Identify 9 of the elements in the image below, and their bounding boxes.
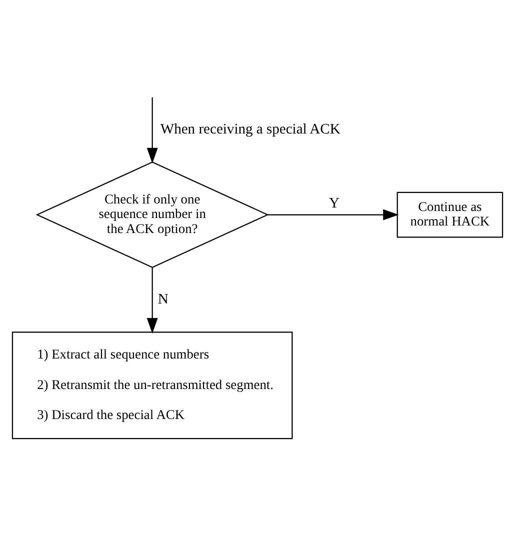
node-box: 1) Extract all sequence numbers 2) Retransmit the un-retransmitted segment. 3) Discard the special ACK bbox=[12, 331, 293, 439]
edge-label: When receiving a special ACK bbox=[160, 121, 340, 138]
edge-label: N bbox=[158, 291, 168, 308]
arrow bbox=[146, 96, 158, 164]
node-box: Continue as normal HACK bbox=[396, 191, 504, 238]
edge-label: Y bbox=[329, 194, 340, 211]
node-diamond: Check if only one sequence number in the ACK option? bbox=[36, 161, 269, 268]
arrow bbox=[146, 267, 158, 334]
arrow bbox=[268, 208, 399, 220]
